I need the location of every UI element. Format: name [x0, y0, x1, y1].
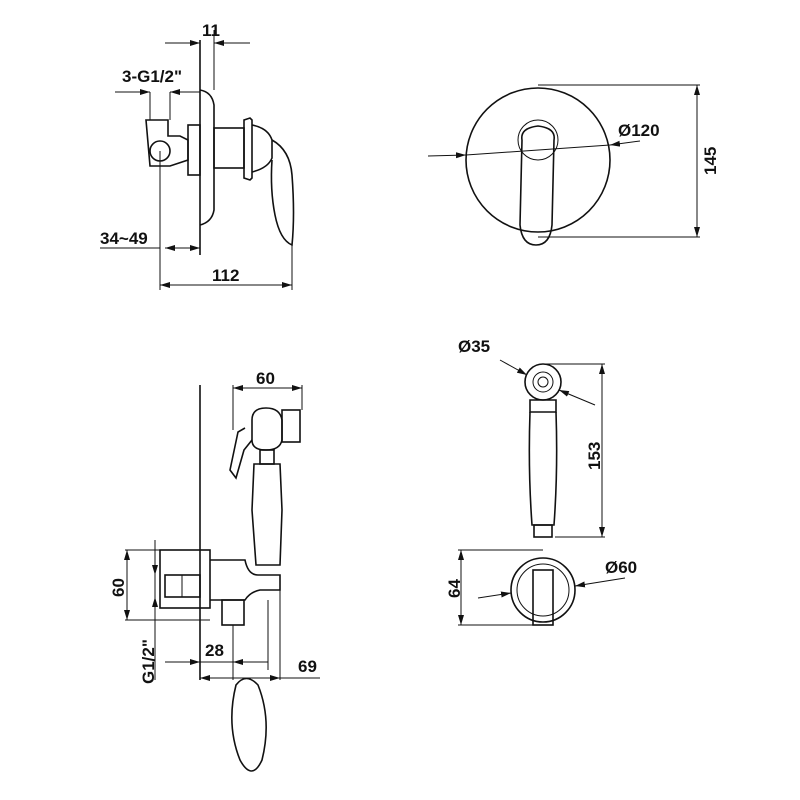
dim-holder-offset: 28 [205, 641, 224, 660]
dim-spray-head-width: 60 [256, 369, 275, 388]
dim-outlet-thread: G1/2" [139, 639, 158, 684]
dim-projection: 69 [298, 657, 317, 676]
dim-outlet-height-64: 64 [445, 579, 464, 598]
dim-outlet-height: 60 [109, 578, 128, 597]
dim-height-145: 145 [701, 147, 720, 175]
dim-plate-thickness: 11 [202, 21, 220, 40]
dim-handset-length: 153 [585, 442, 604, 470]
valve-front-view: 145 Ø120 [427, 84, 720, 246]
dim-plate-diameter: Ø120 [618, 121, 660, 140]
dim-head-diameter: Ø35 [458, 337, 490, 356]
dim-outlet-diameter: Ø60 [605, 558, 637, 577]
spray-front-view: Ø35 153 64 Ø60 [445, 337, 637, 626]
spray-side-view: 60 60 G1/2" 28 69 [109, 369, 320, 772]
dim-depth-range: 34~49 [100, 229, 148, 248]
dim-total-depth: 112 [212, 266, 239, 285]
dim-inlets: 3-G1/2" [122, 67, 182, 86]
valve-side-view: 11 3-G1/2" 34~49 112 [100, 21, 295, 290]
